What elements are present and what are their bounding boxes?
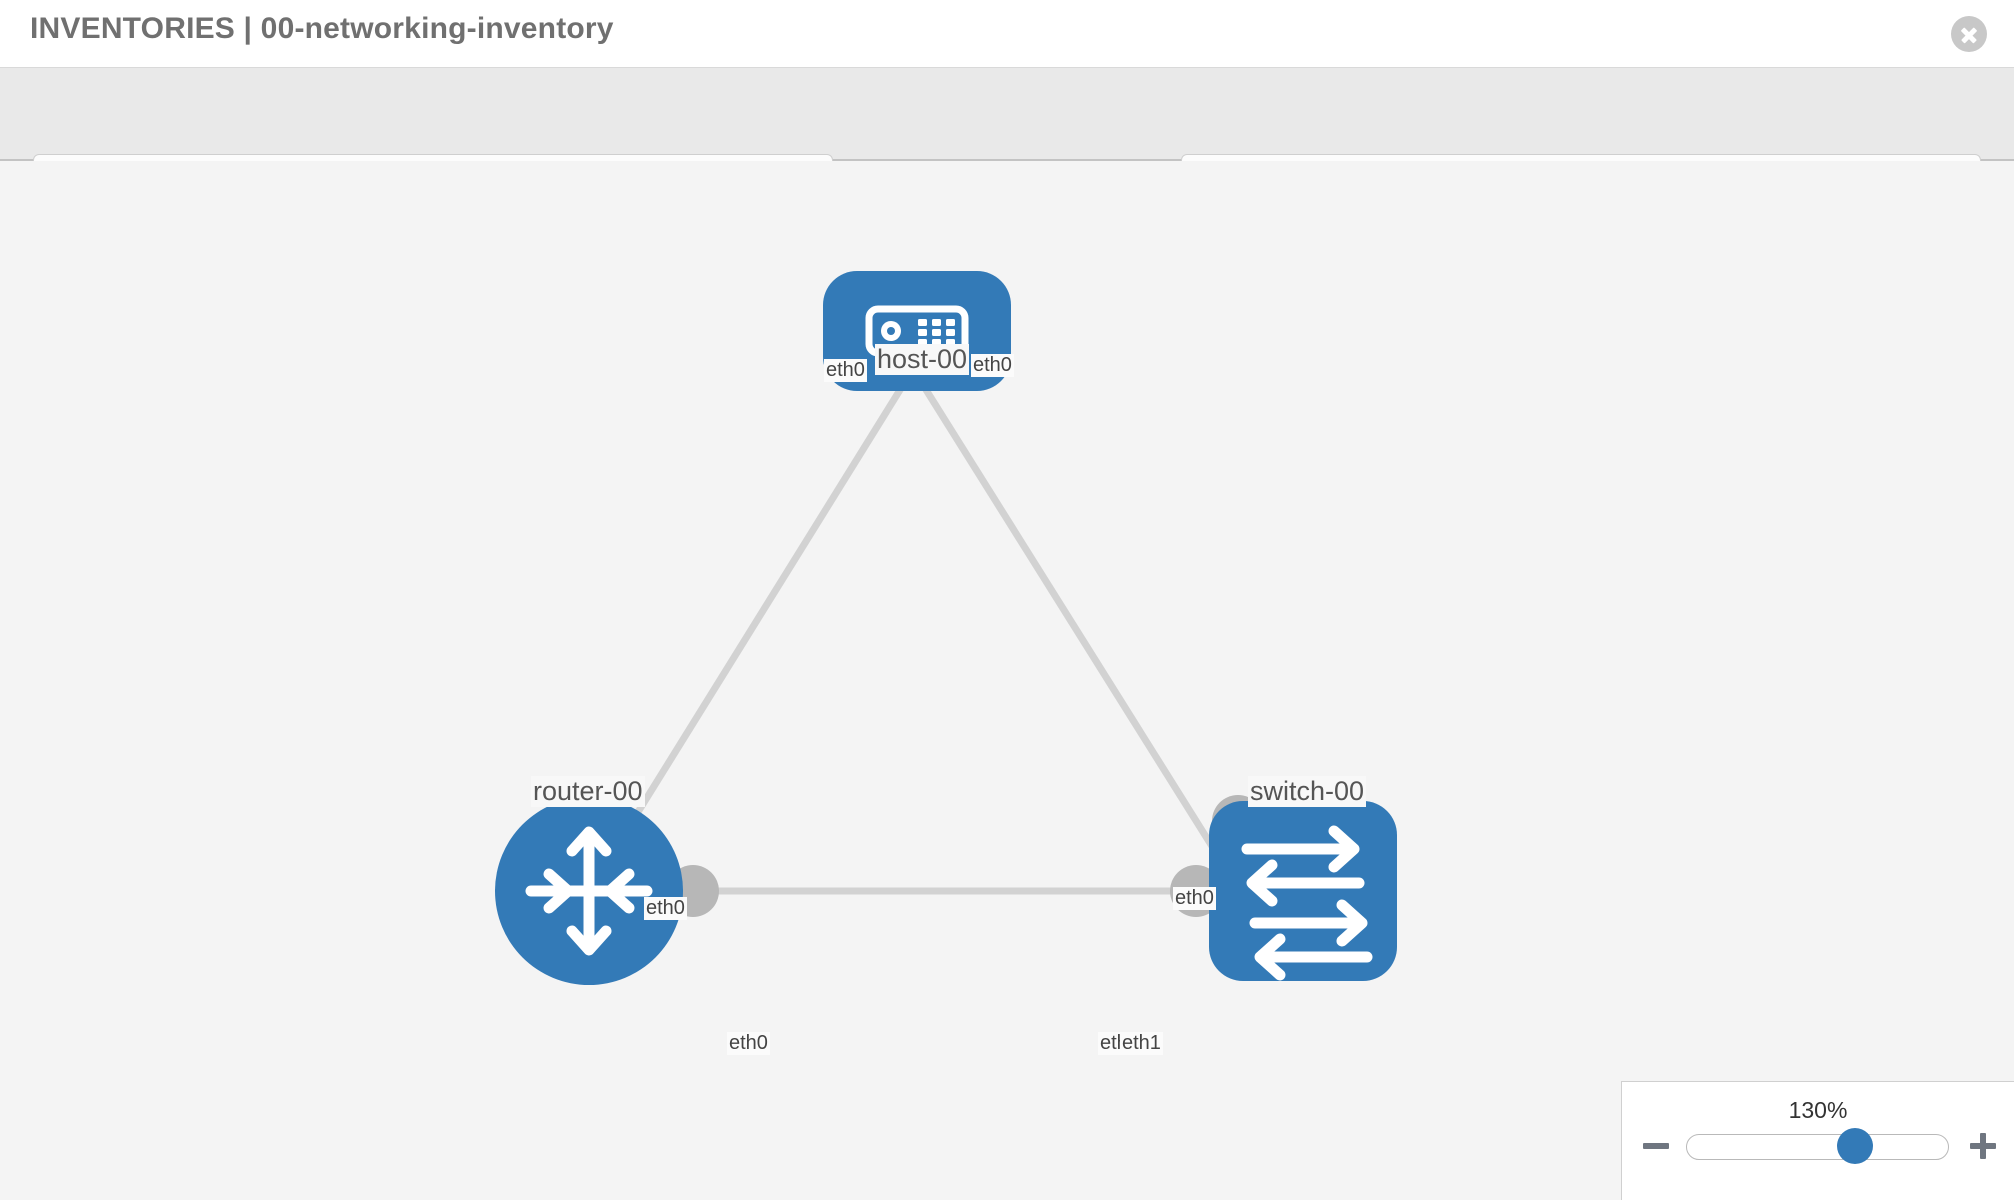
node-label-host-00: host-00 — [875, 344, 970, 375]
link-label-host-right-eth0: eth0 — [971, 354, 1014, 377]
node-label-router-00: router-00 — [531, 776, 645, 807]
zoom-level-label: 130% — [1788, 1097, 1848, 1123]
node-label-switch-00: switch-00 — [1248, 776, 1367, 807]
zoom-out-button[interactable] — [1641, 1131, 1671, 1161]
page-title: INVENTORIES | 00-networking-inventory — [30, 12, 614, 45]
link-host-switch — [910, 367, 1243, 893]
zoom-control-panel: 130% — [1621, 1081, 2014, 1200]
link-label-router-right-eth0: eth0 — [727, 1032, 770, 1055]
toolbar: ACTIONS SEARCH — [0, 68, 2014, 206]
zoom-slider-thumb[interactable] — [1837, 1128, 1873, 1164]
link-group — [586, 367, 1243, 895]
node-switch-00 — [1209, 801, 1397, 981]
link-label-switch-up-eth0: eth0 — [1173, 887, 1216, 910]
close-icon[interactable] — [1951, 16, 1987, 52]
zoom-in-button[interactable] — [1968, 1131, 1998, 1161]
topology-canvas[interactable]: host-00 router-00 switch-00 eth0 eth0 et… — [0, 161, 2014, 1200]
link-label-switch-left-eth1: eth1 — [1120, 1032, 1163, 1055]
zoom-slider-track[interactable] — [1686, 1134, 1949, 1160]
link-label-router-up-eth0: eth0 — [644, 897, 687, 920]
link-label-host-left-eth0: eth0 — [824, 359, 867, 382]
topology-graph — [495, 271, 1397, 985]
page-header: INVENTORIES | 00-networking-inventory — [0, 0, 2014, 68]
node-router-00 — [495, 797, 683, 985]
